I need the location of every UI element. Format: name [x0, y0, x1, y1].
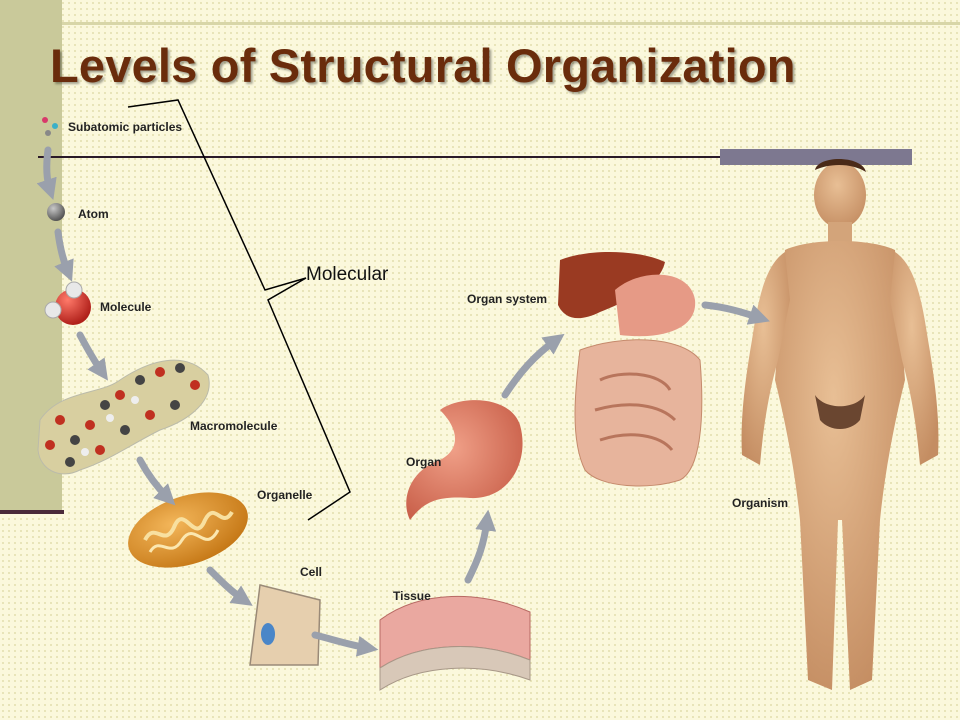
organ-system-icon	[558, 251, 703, 487]
label-subatomic-particles: Subatomic particles	[68, 120, 183, 134]
molecule-icon	[44, 281, 91, 325]
label-molecule: Molecule	[100, 300, 152, 314]
molecular-label: Molecular	[306, 264, 389, 285]
subatomic-particles-icon	[42, 117, 58, 136]
organism-icon	[741, 158, 939, 690]
tissue-icon	[379, 595, 531, 691]
title-divider-line	[38, 156, 912, 158]
label-atom: Atom	[78, 207, 109, 221]
label-cell: Cell	[300, 565, 323, 579]
label-organ-system: Organ system	[467, 292, 548, 306]
top-rule	[62, 22, 960, 25]
macromolecule-icon	[37, 359, 210, 475]
cell-icon	[249, 584, 321, 666]
accent-bar	[720, 149, 912, 165]
left-accent-underline	[0, 510, 64, 514]
label-organ: Organ	[406, 455, 442, 469]
label-macromolecule: Macromolecule	[190, 419, 278, 433]
slide-title: Levels of Structural Organization	[50, 39, 796, 92]
molecular-bracket	[127, 99, 351, 521]
label-organism: Organism	[732, 496, 789, 510]
atom-icon	[47, 203, 65, 221]
organelle-icon	[128, 492, 248, 568]
arrows	[36, 146, 770, 657]
organ-icon	[406, 400, 523, 520]
label-organelle: Organelle	[257, 488, 313, 502]
label-tissue: Tissue	[393, 589, 431, 603]
